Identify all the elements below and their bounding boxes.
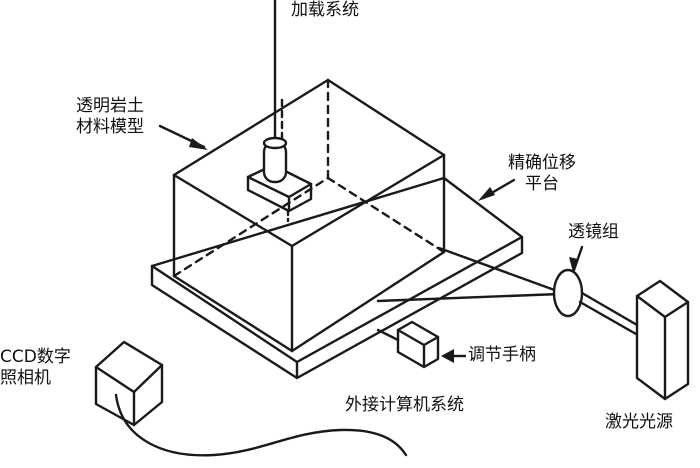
arrowhead-model: [189, 138, 208, 150]
label-rock-model: 透明岩土 材料模型: [76, 96, 144, 137]
lens: [552, 268, 584, 318]
laser-beam-source: [580, 291, 639, 327]
label-lens-group: 透镜组: [568, 222, 619, 242]
label-laser: 激光光源: [605, 412, 673, 432]
transparent-model-box: [172, 78, 446, 353]
label-computer: 外接计算机系统: [345, 395, 464, 415]
adjust-handle: [376, 320, 440, 369]
arrowhead-platform: [478, 187, 495, 201]
ccd-camera: [94, 340, 164, 427]
loading-head: [246, 98, 313, 223]
displacement-platform: [150, 176, 524, 380]
laser-beam-near: [376, 292, 562, 303]
arrowhead-lens: [569, 257, 578, 272]
leader-lens: [572, 245, 584, 272]
laser-source: [635, 279, 690, 401]
computer-cable: [114, 393, 408, 457]
label-handle: 调节手柄: [468, 345, 536, 365]
label-platform: 精确位移 平台: [508, 153, 576, 194]
laser-beam-far: [437, 246, 562, 294]
arrowhead-handle: [441, 349, 454, 363]
label-ccd-camera: CCD数字 照相机: [0, 347, 71, 388]
label-loading-system: 加载系统: [291, 0, 359, 20]
